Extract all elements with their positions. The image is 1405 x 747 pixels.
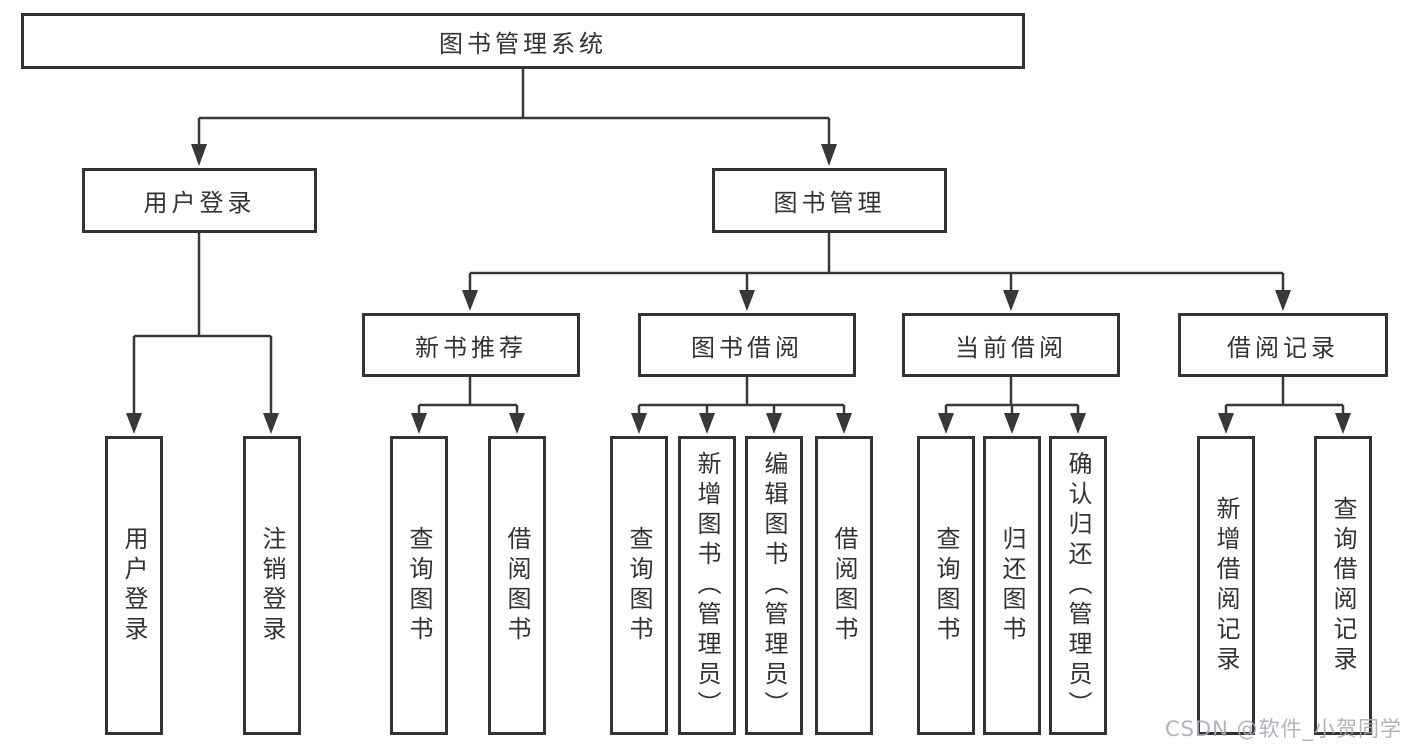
node-current-borrowing: 当前借阅 [902,313,1120,377]
leaf-borrowing-query-books: 查询图书 [610,436,668,735]
leaf-label: 新增图书（管理员） [693,450,721,721]
leaf-query-borrow-record: 查询借阅记录 [1314,436,1372,735]
csdn-watermark: CSDN @软件_小贺同学 [1164,717,1402,741]
leaf-add-books-admin: 新增图书（管理员） [678,436,736,735]
leaf-label: 借阅图书 [503,525,531,646]
leaf-borrowing-borrow-books: 借阅图书 [815,436,873,735]
leaf-current-query-books: 查询图书 [917,436,975,735]
leaf-newbook-query-books: 查询图书 [390,436,448,735]
node-new-book-recommendation: 新书推荐 [362,313,580,377]
leaf-label: 借阅图书 [830,525,858,646]
leaf-confirm-return-admin: 确认归还（管理员） [1049,436,1107,735]
arrowheads [126,144,1351,434]
leaf-user-login: 用户登录 [105,436,163,735]
leaf-newbook-borrow-books: 借阅图书 [488,436,546,735]
leaf-label: 查询图书 [625,525,653,646]
leaf-label: 确认归还（管理员） [1064,450,1092,721]
leaf-label: 归还图书 [998,525,1026,646]
node-book-borrowing: 图书借阅 [638,313,856,377]
node-library-system-root: 图书管理系统 [21,13,1025,69]
leaf-label: 新增借阅记录 [1212,495,1240,676]
leaf-label: 查询图书 [932,525,960,646]
leaf-label: 查询借阅记录 [1329,495,1357,676]
leaf-label: 注销登录 [258,525,286,646]
leaf-label: 用户登录 [120,525,148,646]
node-book-management: 图书管理 [712,168,947,233]
leaf-add-borrow-record: 新增借阅记录 [1197,436,1255,735]
leaf-logout: 注销登录 [243,436,301,735]
leaf-edit-books-admin: 编辑图书（管理员） [745,436,803,735]
node-user-login: 用户登录 [82,168,317,233]
leaf-return-books: 归还图书 [983,436,1041,735]
leaf-label: 查询图书 [405,525,433,646]
node-borrowing-records: 借阅记录 [1178,313,1388,377]
leaf-label: 编辑图书（管理员） [760,450,788,721]
